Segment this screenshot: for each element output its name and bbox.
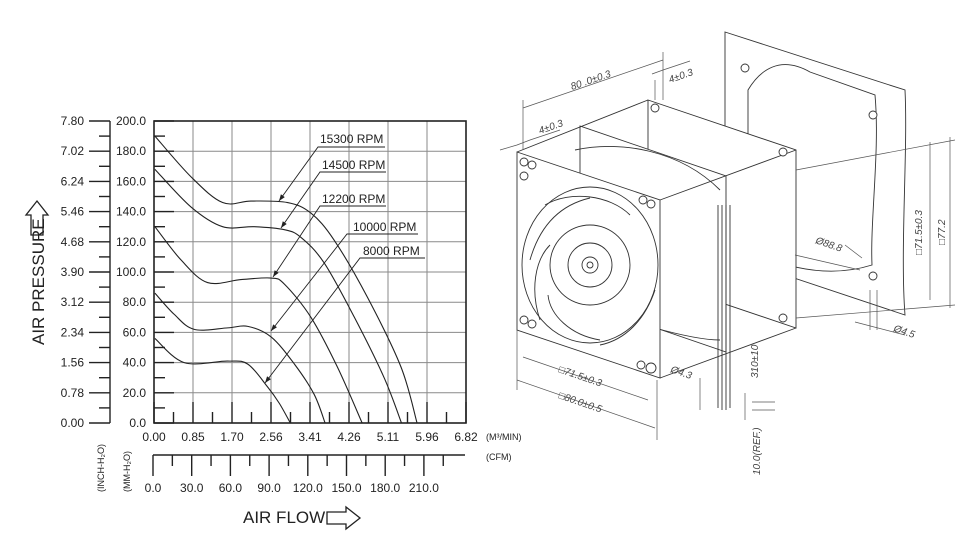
dim-panel-hole: Ø4.5 — [891, 323, 916, 341]
up-arrow-icon — [24, 199, 50, 236]
leader-line — [272, 205, 386, 278]
x-tick-label: 6.82 — [454, 430, 478, 444]
y2-tick-label: 2.34 — [61, 325, 85, 339]
y2-tick-label: 1.56 — [61, 356, 85, 370]
y-unit-label: (MM-H₂O) — [122, 451, 132, 492]
x-tick-label: 0.85 — [181, 430, 205, 444]
fan-front-face — [516, 151, 661, 379]
rpm-label: 15300 RPM — [320, 132, 383, 146]
x2-tick-label: 0.0 — [145, 481, 162, 495]
y-tick-label: 80.0 — [123, 295, 147, 309]
x2-tick-label: 210.0 — [409, 481, 439, 495]
y2-tick-label: 0.78 — [61, 386, 85, 400]
x2-tick-label: 180.0 — [370, 481, 400, 495]
y-tick-label: 0.0 — [129, 416, 146, 430]
y2-tick-label: 7.02 — [61, 144, 85, 158]
grid — [153, 120, 467, 424]
x2-tick-label: 120.0 — [293, 481, 323, 495]
leader-line — [264, 257, 425, 384]
y2-unit-label: (INCH-H₂O) — [96, 444, 106, 492]
leader-line — [278, 146, 385, 202]
x-tick-label: 1.70 — [220, 430, 244, 444]
dim-flange-top: 4±0.3 — [667, 67, 695, 86]
x-tick-label: 5.11 — [377, 430, 400, 444]
x2-tick-label: 90.0 — [257, 481, 281, 495]
y-tick-label: 200.0 — [116, 114, 146, 128]
x-tick-label: 3.41 — [298, 430, 322, 444]
y-tick-label: 120.0 — [116, 235, 146, 249]
curve-12200-rpm — [154, 226, 363, 424]
y2-tick-label: 0.00 — [61, 416, 85, 430]
arrowhead-icon — [273, 270, 279, 277]
cable-bundle — [717, 205, 731, 410]
dim-panel-size: □77.2 — [937, 219, 948, 245]
arrowhead-icon — [271, 324, 277, 331]
right-arrow-icon — [326, 505, 362, 531]
rpm-annotations: 15300 RPM 14500 RPM 12200 RPM 10000 RPM 8000… — [264, 132, 425, 384]
curve-15300-rpm — [154, 135, 418, 424]
arrowhead-icon — [279, 194, 285, 201]
y-tick-label: 140.0 — [116, 205, 146, 219]
fan-drawing — [499, 31, 956, 440]
rpm-label: 12200 RPM — [322, 192, 385, 206]
x2-tick-label: 30.0 — [180, 481, 204, 495]
x2-unit-label: (CFM) — [486, 452, 512, 462]
rpm-label: 8000 RPM — [363, 244, 420, 258]
y-tick-label: 100.0 — [116, 265, 146, 279]
y2-tick-label: 5.46 — [61, 205, 85, 219]
dimension-lines — [499, 52, 956, 440]
curve-14500-rpm — [154, 168, 403, 424]
x-tick-label: 0.00 — [142, 430, 166, 444]
leader-line — [270, 233, 418, 332]
dim-hole-pitch: □71.5±0.3 — [557, 364, 603, 389]
y2-tick-label: 4.68 — [61, 235, 85, 249]
curve-10000-rpm — [154, 292, 326, 424]
x-axis-title: AIR FLOW — [243, 508, 325, 527]
y-axis-title: AIR PRESSURE — [29, 218, 48, 345]
dim-frame-size: □80.0±0.5 — [557, 390, 603, 415]
y-tick-label: 180.0 — [116, 144, 146, 158]
dim-panel-pitch: □71.5±0.3 — [914, 210, 925, 255]
x-tick-label: 2.56 — [259, 430, 283, 444]
y-tick-label: 20.0 — [123, 386, 147, 400]
x-tick-label: 5.96 — [415, 430, 439, 444]
arrowhead-icon — [265, 376, 271, 383]
curve-8000-rpm — [154, 338, 291, 424]
dim-flange-left: 4±0.3 — [537, 118, 565, 137]
dim-lead-length: 310±10 — [750, 344, 761, 378]
dim-strip-length: 10.0(REF.) — [752, 427, 763, 475]
curves — [154, 135, 418, 424]
y2-tick-label: 6.24 — [61, 174, 85, 188]
leader-line — [280, 171, 386, 229]
y-tick-label: 40.0 — [123, 356, 147, 370]
y2-tick-label: 3.12 — [61, 295, 85, 309]
rpm-label: 10000 RPM — [353, 220, 416, 234]
ticks — [89, 120, 467, 476]
x2-tick-label: 150.0 — [331, 481, 361, 495]
rpm-label: 14500 RPM — [322, 158, 385, 172]
y2-tick-label: 7.80 — [61, 114, 85, 128]
y-tick-label: 60.0 — [123, 325, 147, 339]
y2-tick-label: 3.90 — [61, 265, 85, 279]
dim-width-top: 80 .0±0.3 — [569, 69, 612, 93]
x-unit-label: (M³/MIN) — [486, 432, 522, 442]
tick-labels: 0.00 0.85 1.70 2.56 3.41 4.26 5.11 5.96 6.82 0.0 2… — [61, 114, 478, 495]
arrowhead-icon — [281, 221, 287, 228]
y-tick-label: 160.0 — [116, 174, 146, 188]
x2-tick-label: 60.0 — [219, 481, 243, 495]
x-tick-label: 4.26 — [337, 430, 361, 444]
